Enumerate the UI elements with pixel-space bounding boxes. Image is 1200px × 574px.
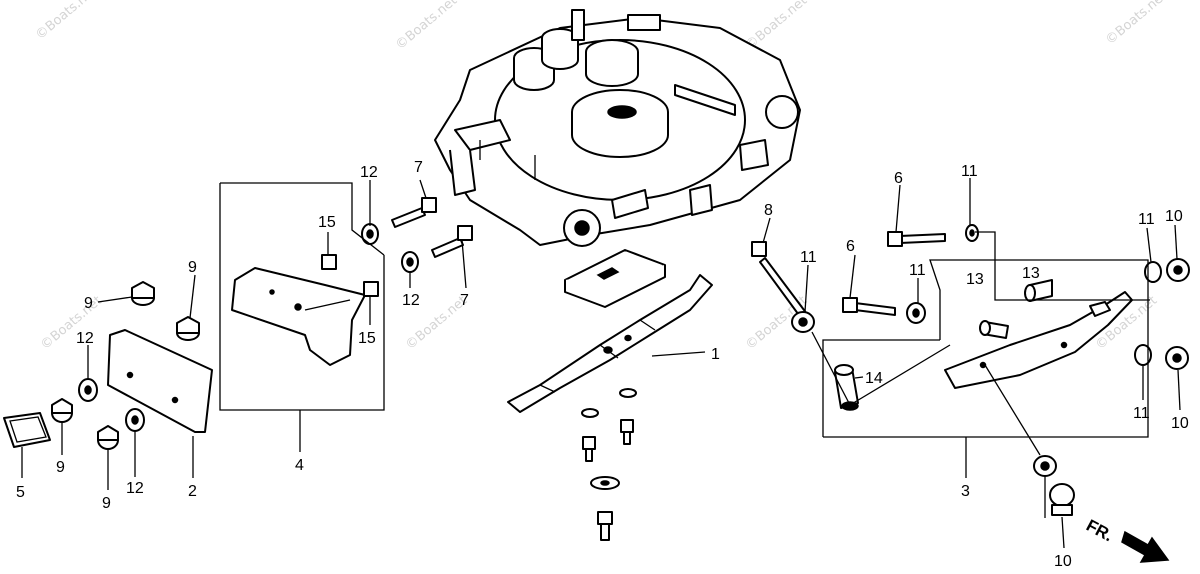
callout-6: 6	[846, 238, 855, 255]
watermark: ©Boats.net	[1103, 0, 1170, 48]
callout-10: 10	[1165, 208, 1183, 225]
callout-11: 11	[1138, 211, 1155, 228]
callout-13: 13	[966, 271, 984, 288]
callout-7: 7	[460, 292, 469, 309]
callout-9: 9	[84, 295, 93, 312]
callout-11: 11	[1133, 405, 1150, 422]
callout-2: 2	[188, 483, 197, 500]
callout-11: 11	[800, 249, 817, 266]
callout-12: 12	[126, 480, 144, 497]
watermark: ©Boats.net	[393, 0, 460, 53]
callout-15: 15	[318, 214, 336, 231]
right-bolts	[751, 231, 946, 323]
callout-6: 6	[894, 170, 903, 187]
callouts: 1 2 3 4 5 6 6 7 7 8 9 9 9 9 10 10 10 11 …	[16, 159, 1189, 570]
callout-1: 1	[711, 346, 720, 363]
callout-9: 9	[56, 459, 65, 476]
callout-14: 14	[865, 370, 883, 387]
right-nuts-washers	[791, 224, 1190, 516]
rear-guard-plate	[107, 329, 213, 433]
right-spacers-collars	[834, 279, 1053, 411]
callout-9: 9	[102, 495, 111, 512]
callout-9: 9	[188, 259, 197, 276]
watermark: ©Boats.net	[33, 0, 100, 43]
watermark: ©Boats.net	[38, 293, 105, 353]
callout-4: 4	[295, 457, 304, 474]
callout-15: 15	[358, 330, 376, 347]
mower-deck-housing	[434, 9, 801, 247]
front-label: FR.	[1083, 516, 1116, 546]
blade-adapter	[564, 249, 666, 308]
callout-10: 10	[1054, 553, 1072, 570]
callout-13: 13	[1022, 265, 1040, 282]
leader-lines	[21, 178, 1181, 549]
arrow-icon	[1121, 530, 1170, 563]
mower-blade	[507, 274, 713, 413]
callout-12: 12	[402, 292, 420, 309]
left-bolts	[391, 197, 473, 258]
callout-7: 7	[414, 159, 423, 176]
callout-8: 8	[764, 202, 773, 219]
mulch-plug-cover	[231, 267, 366, 366]
blade-bolts	[581, 388, 637, 541]
callout-5: 5	[16, 484, 25, 501]
left-nuts-washers	[51, 223, 419, 450]
gasket	[3, 412, 51, 448]
front-direction-indicator: FR.	[1083, 516, 1170, 563]
callout-12: 12	[76, 330, 94, 347]
callout-12: 12	[360, 164, 378, 181]
callout-10: 10	[1171, 415, 1189, 432]
callout-11: 11	[961, 163, 978, 180]
callout-3: 3	[961, 483, 970, 500]
group-outlines	[219, 182, 1150, 438]
callout-11: 11	[909, 262, 926, 279]
